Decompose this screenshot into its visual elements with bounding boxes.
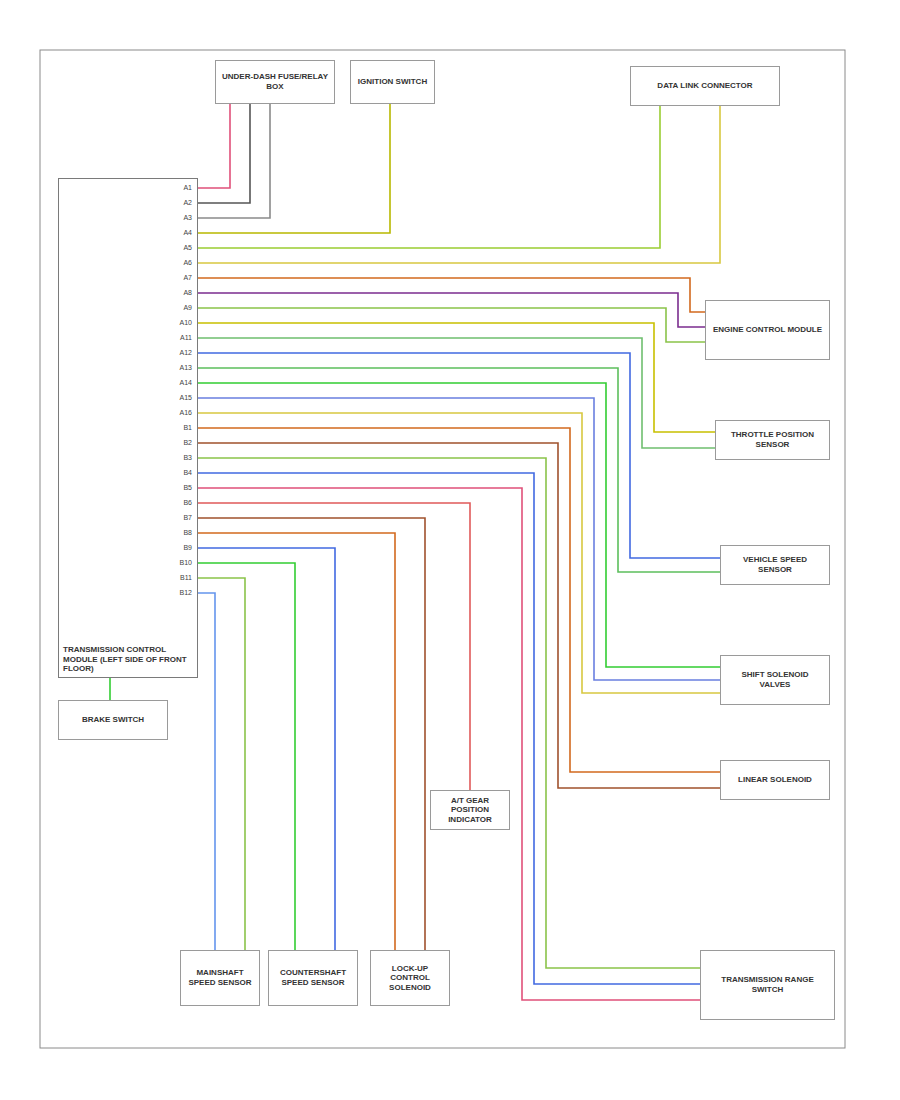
pin-label: A1 (162, 183, 192, 192)
pin-label: B1 (162, 423, 192, 432)
diagram-frame (40, 50, 845, 1048)
component-label: UNDER-DASH FUSE/RELAY BOX (220, 72, 330, 91)
component-box: SHIFT SOLENOID VALVES (720, 655, 830, 705)
wire-connector (198, 413, 720, 693)
wire-connector (198, 473, 700, 984)
wire-connector (198, 563, 295, 950)
wire-connector (198, 518, 425, 950)
component-label: DATA LINK CONNECTOR (635, 81, 775, 91)
pin-label: A8 (162, 288, 192, 297)
wire-connector (198, 443, 720, 788)
wire-connector (198, 488, 700, 1000)
pin-label: B4 (162, 468, 192, 477)
wire-connector (198, 323, 715, 432)
wire-connector (198, 593, 215, 950)
wire-connector (198, 338, 715, 448)
pin-label: B7 (162, 513, 192, 522)
component-label: THROTTLE POSITION SENSOR (720, 430, 825, 449)
pin-label: A6 (162, 258, 192, 267)
pin-label: B9 (162, 543, 192, 552)
component-label: LOCK-UP CONTROL SOLENOID (375, 964, 445, 993)
component-label: SHIFT SOLENOID VALVES (725, 670, 825, 689)
wire-connector (198, 106, 720, 263)
wire-connector (198, 104, 390, 233)
wire-connector (198, 503, 470, 790)
component-box: BRAKE SWITCH (58, 700, 168, 740)
wire-connector (198, 428, 720, 772)
component-label: MAINSHAFT SPEED SENSOR (185, 968, 255, 987)
wire-connector (198, 278, 705, 312)
pin-label: B5 (162, 483, 192, 492)
wire-connector (198, 104, 250, 203)
wire-connector (198, 106, 660, 248)
component-box: DATA LINK CONNECTOR (630, 66, 780, 106)
pin-label: A2 (162, 198, 192, 207)
component-box: IGNITION SWITCH (350, 60, 435, 104)
wire-connector (198, 548, 335, 950)
wire-connector (198, 293, 705, 327)
pin-label: B6 (162, 498, 192, 507)
component-label: COUNTERSHAFT SPEED SENSOR (273, 968, 353, 987)
component-box: LOCK-UP CONTROL SOLENOID (370, 950, 450, 1006)
pin-label: A14 (162, 378, 192, 387)
wire-connector (198, 308, 705, 342)
pin-label: A10 (162, 318, 192, 327)
pin-label: B8 (162, 528, 192, 537)
component-label: TRANSMISSION CONTROL MODULE (LEFT SIDE O… (63, 645, 193, 674)
component-label: IGNITION SWITCH (355, 77, 430, 87)
pin-label: A15 (162, 393, 192, 402)
wire-connector (198, 458, 700, 968)
pin-label: A9 (162, 303, 192, 312)
pin-label: A3 (162, 213, 192, 222)
pin-label: A13 (162, 363, 192, 372)
pin-label: A7 (162, 273, 192, 282)
component-label: TRANSMISSION RANGE SWITCH (705, 975, 830, 994)
component-box: VEHICLE SPEED SENSOR (720, 545, 830, 585)
pin-label: B11 (162, 573, 192, 582)
connector-group (110, 104, 720, 1000)
component-box: ENGINE CONTROL MODULE (705, 300, 830, 360)
wire-connector (198, 104, 230, 188)
pin-label: B3 (162, 453, 192, 462)
wire-connector (109, 678, 111, 700)
pin-label: B2 (162, 438, 192, 447)
component-label: A/T GEAR POSITION INDICATOR (435, 796, 505, 825)
component-box: MAINSHAFT SPEED SENSOR (180, 950, 260, 1006)
wire-connector (198, 104, 270, 218)
component-box: UNDER-DASH FUSE/RELAY BOX (215, 60, 335, 104)
pin-label: A12 (162, 348, 192, 357)
pin-label: B10 (162, 558, 192, 567)
wire-connector (198, 383, 720, 667)
wire-connector (198, 398, 720, 680)
component-label: LINEAR SOLENOID (725, 775, 825, 785)
component-label: BRAKE SWITCH (63, 715, 163, 725)
component-label: VEHICLE SPEED SENSOR (725, 555, 825, 574)
component-box: TRANSMISSION RANGE SWITCH (700, 950, 835, 1020)
component-box: COUNTERSHAFT SPEED SENSOR (268, 950, 358, 1006)
component-box: A/T GEAR POSITION INDICATOR (430, 790, 510, 830)
pin-label: A16 (162, 408, 192, 417)
component-label: ENGINE CONTROL MODULE (710, 325, 825, 335)
component-box: LINEAR SOLENOID (720, 760, 830, 800)
wire-connector (198, 533, 395, 950)
pin-label: A4 (162, 228, 192, 237)
wire-connector (198, 578, 245, 950)
pin-label: B12 (162, 588, 192, 597)
component-box: THROTTLE POSITION SENSOR (715, 420, 830, 460)
pin-label: A11 (162, 333, 192, 342)
pin-label: A5 (162, 243, 192, 252)
